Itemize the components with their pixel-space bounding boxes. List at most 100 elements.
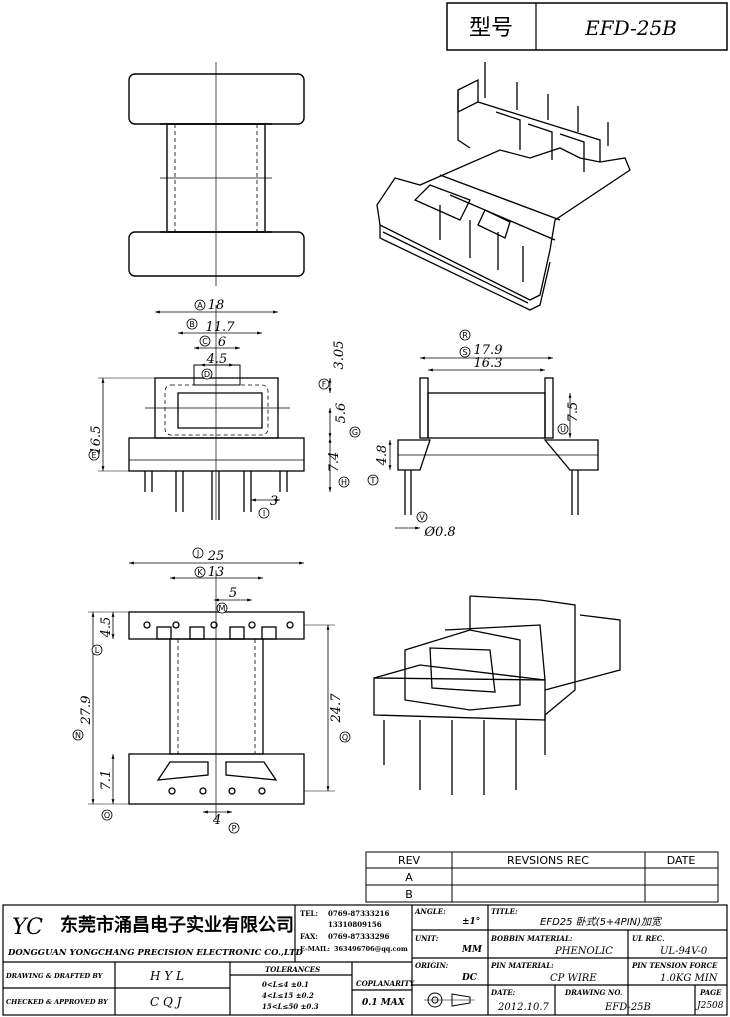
svg-text:A: A: [197, 301, 203, 310]
dim-L-value: 4.5: [99, 617, 114, 639]
date-value: 2012.10.7: [497, 1002, 550, 1013]
angle-label: ANGLE:: [414, 907, 446, 916]
marker-L: L: [91, 644, 103, 656]
company-block: YC 东莞市涌昌电子实业有限公司 DONGGUAN YONGCHANG PREC…: [7, 909, 408, 958]
title-value: EFD25 卧式(5+4PIN)加宽: [540, 916, 663, 928]
title-block-grid: [2, 904, 728, 1016]
material-value: PHENOLIC: [554, 946, 613, 957]
svg-text:F: F: [322, 380, 327, 389]
coplanarity-value: 0.1 MAX: [362, 998, 406, 1008]
dimension-lines: [88, 310, 572, 814]
origin-value: DC: [461, 973, 478, 983]
svg-text:R: R: [462, 331, 468, 340]
marker-J: J: [192, 547, 204, 559]
title-block-text: ANGLE: ±1° TITLE: EFD25 卧式(5+4PIN)加宽 UNI…: [5, 907, 724, 1013]
model-value: EFD-25B: [584, 16, 677, 40]
front-view-top: [128, 62, 305, 286]
revision-table: [365, 851, 719, 903]
origin-label: ORIGIN:: [415, 961, 449, 970]
svg-text:H: H: [341, 478, 347, 487]
dim-K-value: 13: [208, 565, 225, 580]
mobile-value: 13310809156: [328, 920, 382, 929]
company-name-cn: 东莞市涌昌电子实业有限公司: [60, 914, 294, 936]
rev-rec-header: REVSIONS REC: [507, 854, 589, 867]
marker-G: G: [349, 426, 361, 438]
email-value: 363496706@qq.com: [334, 945, 408, 953]
marker-C: C: [199, 335, 211, 347]
svg-text:C: C: [202, 337, 208, 346]
svg-text:S: S: [462, 348, 467, 357]
drawing-no-label: DRAWING NO.: [564, 988, 622, 997]
projection-symbol-icon: [424, 992, 475, 1008]
rev-date-header: DATE: [667, 854, 696, 867]
svg-text:D: D: [204, 370, 210, 379]
pin-value: CP WIRE: [550, 973, 597, 984]
svg-text:Q: Q: [342, 733, 348, 742]
pin-label: PIN MATERIAL:: [490, 961, 554, 970]
svg-text:G: G: [352, 428, 358, 437]
email-label: E-MAIL:: [300, 945, 330, 953]
drawn-value: H Y L: [149, 969, 184, 983]
date-label: DATE:: [490, 988, 516, 997]
side-view: [397, 377, 599, 515]
model-label: 型号: [469, 16, 513, 41]
iso-view-1: [376, 62, 631, 311]
coplanarity-label: COPLANARITY: [356, 979, 415, 988]
page-value: J2508: [695, 1001, 724, 1011]
marker-O: O: [101, 809, 113, 821]
svg-text:I: I: [263, 509, 265, 518]
dim-O-value: 7.1: [99, 770, 114, 791]
dim-M-value: 5: [229, 586, 237, 601]
material-label: BOBBIN MATERIAL:: [490, 934, 573, 943]
drawn-label: DRAWING & DRAFTED BY: [5, 972, 104, 980]
tension-value: 1.0KG MIN: [660, 973, 719, 984]
tel-label: TEL:: [300, 909, 318, 918]
checked-label: CHECKED & APPROVED BY: [6, 998, 109, 1006]
rev-row-b: B: [405, 888, 413, 901]
dim-G-value: 5.6: [334, 403, 349, 424]
svg-text:E: E: [91, 451, 96, 460]
marker-Q: Q: [339, 731, 351, 743]
marker-H: H: [338, 476, 350, 488]
marker-B: B: [186, 318, 198, 330]
dim-J-value: 25: [207, 549, 225, 564]
rev-header: REV: [398, 854, 421, 867]
page-label: PAGE: [699, 988, 722, 997]
unit-value: MM: [461, 945, 483, 955]
marker-F: F: [318, 378, 330, 390]
marker-T: T: [367, 474, 379, 486]
svg-text:M: M: [219, 604, 226, 613]
dim-U-value: 7.5: [566, 402, 581, 423]
tolerance-1: 0<L≤4 ±0.1: [262, 980, 309, 989]
marker-E: E: [88, 449, 100, 461]
svg-text:O: O: [104, 811, 110, 820]
marker-R: R: [459, 329, 471, 341]
company-logo: YC: [12, 915, 43, 940]
tel-value: 0769-87333216: [328, 909, 389, 918]
dim-H-value: 7.4: [327, 452, 342, 473]
fax-value: 0769-87333296: [328, 932, 389, 941]
ul-value: UL-94V-0: [660, 946, 708, 957]
top-view: [128, 305, 305, 520]
unit-label: UNIT:: [415, 934, 439, 943]
dim-P-value: 4: [212, 813, 221, 828]
svg-text:B: B: [189, 320, 195, 329]
marker-M: M: [216, 602, 228, 614]
marker-V: V: [416, 511, 428, 523]
marker-S: S: [459, 346, 471, 358]
tension-label: PIN TENSION FORCE: [631, 961, 718, 970]
dim-R-value: 17.9: [474, 343, 503, 358]
svg-text:N: N: [75, 731, 81, 740]
svg-text:K: K: [197, 568, 203, 577]
checked-value: C Q J: [150, 995, 183, 1009]
dim-E-value: 16.5: [89, 426, 104, 455]
angle-value: ±1°: [462, 917, 480, 927]
iso-view-2: [373, 595, 621, 795]
dim-S-value: 16.3: [474, 356, 503, 371]
title-label: TITLE:: [491, 907, 518, 916]
dim-D-value: 4.5: [206, 352, 228, 367]
svg-text:J: J: [196, 549, 199, 558]
tolerance-2: 4<L≤15 ±0.2: [262, 991, 314, 1000]
dim-T-value: 4.8: [375, 445, 390, 467]
